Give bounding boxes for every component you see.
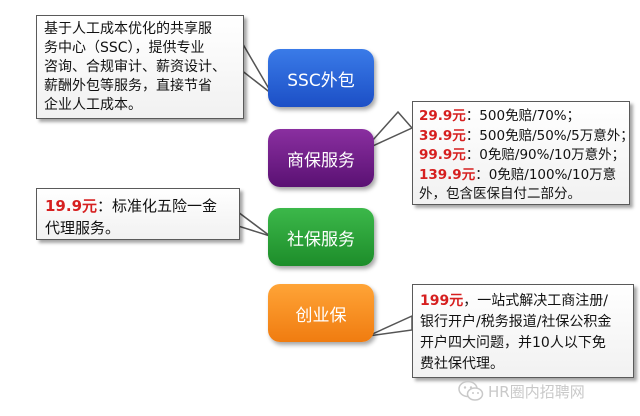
- ssc-line: 咨询、合规审计、薪资设计、: [44, 59, 226, 75]
- callout-ssc: 基于人工成本优化的共享服 务中心（SSC），提供专业 咨询、合规审计、薪资设计、…: [36, 15, 244, 119]
- price-tag: 39.9元: [419, 127, 466, 144]
- shangbao-row: 29.9元：500免赔/70%；: [419, 107, 623, 127]
- ssc-line: 务中心（SSC），提供专业: [44, 40, 205, 56]
- callout-shebao: 19.9元：标准化五险一金 代理服务。: [36, 188, 240, 240]
- shebao-continuation: 代理服务。: [45, 219, 121, 237]
- service-shebao-button[interactable]: 社保服务: [268, 208, 374, 266]
- price-tag: 19.9元: [45, 197, 98, 215]
- price-tag: 99.9元: [419, 147, 466, 164]
- service-chuangye-button[interactable]: 创业保: [268, 284, 374, 342]
- service-shangbao-button[interactable]: 商保服务: [268, 129, 374, 187]
- chuangye-line: 开户四大问题，并10人以下免: [420, 335, 606, 351]
- plan-detail: ：0免赔/90%/10万意外；: [465, 147, 626, 164]
- watermark-text: HR圈内招聘网: [488, 382, 585, 401]
- plan-detail: ，一站式解决工商注册/: [463, 293, 608, 309]
- connector-shangbao: [363, 110, 414, 151]
- shebao-row: 19.9元：标准化五险一金: [45, 195, 231, 217]
- ssc-line: 企业人工成本。: [44, 97, 142, 113]
- connector-shebao: [237, 210, 271, 237]
- plan-detail: ：500免赔/70%；: [465, 108, 581, 124]
- price-tag: 139.9元: [419, 166, 476, 183]
- chuangye-line: 银行开户/税务报道/社保公积金: [420, 314, 612, 330]
- watermark: HR圈内招聘网: [458, 380, 585, 402]
- plan-detail: ：0免赔/100%/10万意: [475, 166, 617, 183]
- callout-chuangye: 199元，一站式解决工商注册/ 银行开户/税务报道/社保公积金 开户四大问题，并…: [412, 284, 634, 378]
- chuangye-line: 费社保代理。: [420, 356, 504, 372]
- shangbao-row: 139.9元：0免赔/100%/10万意: [419, 166, 623, 186]
- callout-shangbao: 29.9元：500免赔/70%； 39.9元：500免赔/50%/5万意外； 9…: [412, 101, 634, 205]
- price-tag: 29.9元: [419, 108, 466, 124]
- plan-detail: ：标准化五险一金: [97, 197, 218, 215]
- shangbao-continuation: 外，包含医保自付二部分。: [419, 186, 581, 203]
- shangbao-row: 39.9元：500免赔/50%/5万意外；: [419, 127, 634, 147]
- ssc-line: 基于人工成本优化的共享服: [44, 21, 212, 37]
- chuangye-row: 199元，一站式解决工商注册/: [420, 291, 626, 312]
- ssc-line: 薪酬外包等服务，直接节省: [44, 78, 212, 94]
- wechat-icon: [458, 380, 484, 401]
- connector-chuangye: [367, 314, 413, 337]
- plan-detail: ：500免赔/50%/5万意外；: [465, 127, 634, 144]
- service-ssc-button[interactable]: SSC外包: [268, 49, 374, 107]
- price-tag: 199元: [420, 293, 464, 309]
- shangbao-row: 99.9元：0免赔/90%/10万意外；: [419, 146, 626, 166]
